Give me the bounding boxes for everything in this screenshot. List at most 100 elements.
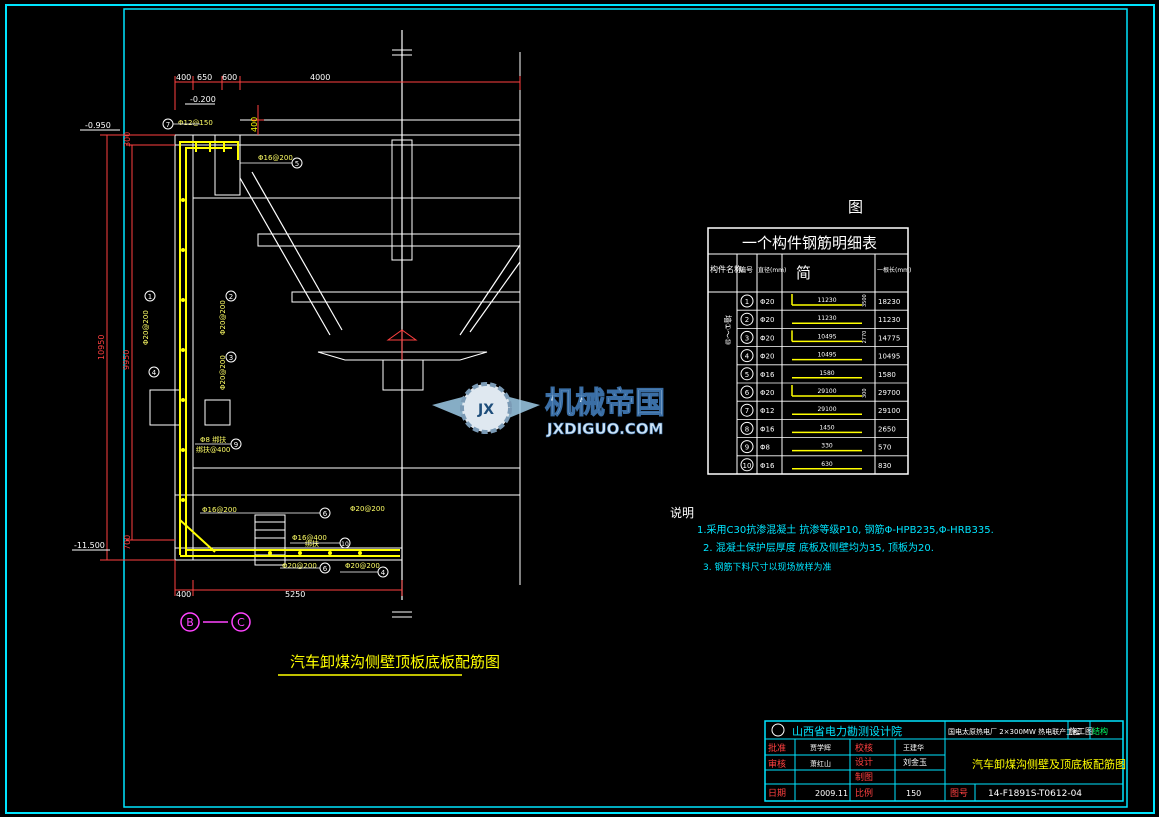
row-number: 7 bbox=[745, 407, 749, 415]
axis-marker-c bbox=[231, 612, 251, 632]
watermark: JX 机械帝国 JXDIGUO.COM bbox=[432, 382, 666, 438]
row-shape-length: 1580 bbox=[819, 370, 834, 377]
row-number-circle bbox=[740, 385, 754, 399]
row-diameter: Φ16 bbox=[760, 371, 775, 379]
row-total-length: 11230 bbox=[878, 316, 900, 324]
note-3: 3. 钢筋下料尺寸以现场放样为准 bbox=[703, 561, 831, 573]
row-diameter: Φ8 bbox=[760, 444, 770, 452]
row-number: 9 bbox=[745, 444, 749, 452]
elevation-top2: -0.200 bbox=[190, 95, 216, 104]
row-shape-length: 330 bbox=[821, 443, 833, 450]
tb-key-2b: 设计 bbox=[855, 756, 873, 768]
company-logo-icon bbox=[771, 723, 785, 737]
row-total-length: 18230 bbox=[878, 298, 900, 306]
row-total-length: 10495 bbox=[878, 353, 900, 361]
rebar-label-4a: Φ20@200 bbox=[282, 562, 317, 570]
tb-val-4b: 150 bbox=[906, 789, 921, 798]
row-number: 3 bbox=[745, 334, 749, 342]
ref-num-2: 2 bbox=[229, 293, 233, 301]
ref-num-3: 3 bbox=[229, 354, 233, 362]
row-shape-length: 10495 bbox=[817, 333, 836, 340]
table-header-len: 一根长(mm) bbox=[877, 266, 911, 274]
tb-val-2a: 萧红山 bbox=[810, 759, 831, 768]
row-number: 1 bbox=[745, 298, 749, 306]
dim-bottom-2: 5250 bbox=[285, 590, 305, 599]
ref-num-5: 5 bbox=[295, 160, 299, 168]
rebar-label-3: Φ20@200 bbox=[219, 355, 227, 390]
sheet-border bbox=[5, 4, 1155, 814]
rebar-label-9a: Φ8 绑扶 bbox=[200, 435, 226, 444]
tb-val-1b: 王建华 bbox=[903, 743, 924, 752]
dim-top-1: 400 bbox=[176, 73, 191, 82]
row-diameter: Φ12 bbox=[760, 407, 774, 415]
tb-val-2b: 刘金玉 bbox=[903, 757, 927, 767]
row-shape-length: 1450 bbox=[819, 424, 834, 431]
row-total-length: 2650 bbox=[878, 425, 896, 433]
row-side-length: 300 bbox=[862, 388, 868, 398]
row-diameter: Φ16 bbox=[760, 462, 775, 470]
stage-label: 施工图 bbox=[1069, 726, 1093, 736]
row-side-length: 3500 bbox=[862, 294, 868, 307]
row-shape-length: 29100 bbox=[817, 406, 836, 413]
row-number-circle bbox=[740, 458, 754, 472]
rebar-label-5: Φ16@200 bbox=[258, 154, 293, 162]
row-diameter: Φ20 bbox=[760, 298, 774, 306]
row-number: 2 bbox=[745, 316, 749, 324]
elevation-top: -0.950 bbox=[85, 121, 111, 130]
row-diameter: Φ20 bbox=[760, 316, 774, 324]
row-total-length: 29700 bbox=[878, 389, 900, 397]
stage-label-2: 结构 bbox=[1092, 726, 1108, 736]
note-2: 2. 混凝土保护层厚度 底板及侧壁均为35, 顶板为20. bbox=[703, 541, 934, 554]
row-number-circle bbox=[740, 421, 754, 435]
note-1: 1.采用C30抗渗混凝土 抗渗等级P10, 钢筋Φ-HPB235,Φ-HRB33… bbox=[697, 523, 994, 536]
table-header-dia: 直径(mm) bbox=[758, 266, 786, 274]
table-header-name: 构件名称 bbox=[710, 264, 742, 274]
drawing-title: 汽车卸煤沟侧壁顶板底板配筋图 bbox=[290, 653, 500, 671]
dim-left-700: 700 bbox=[123, 535, 132, 550]
row-number: 4 bbox=[745, 353, 750, 361]
row-side-length: 2770 bbox=[862, 331, 868, 344]
watermark-badge: JX bbox=[477, 402, 494, 418]
tb-val-4a: 2009.11 bbox=[815, 789, 848, 798]
axis-label-c: C bbox=[237, 616, 245, 629]
row-diameter: Φ20 bbox=[760, 389, 774, 397]
ref-num-6: 6 bbox=[323, 510, 328, 518]
row-diameter: Φ20 bbox=[760, 353, 774, 361]
row-total-length: 830 bbox=[878, 462, 891, 470]
axis-label-b: B bbox=[186, 616, 194, 629]
table-group-label: 墙①〜⑩ bbox=[723, 315, 733, 345]
row-number-circle bbox=[740, 330, 754, 344]
row-shape-length: 11230 bbox=[817, 297, 836, 304]
rebar-schedule-table: 图 一个构件钢筋明细表 构件名称 编号 直径(mm) 简 一根长(mm) 墙①〜… bbox=[707, 198, 911, 475]
tb-key-1a: 批准 bbox=[768, 742, 786, 754]
dim-left-10950: 10950 bbox=[97, 335, 106, 360]
row-number-circle bbox=[740, 403, 754, 417]
rebar-label-1: Φ20@200 bbox=[142, 310, 150, 345]
rebar-label-6b: Φ20@200 bbox=[350, 505, 385, 513]
rebar-label-7: Φ12@150 bbox=[178, 119, 213, 127]
company-name: 山西省电力勘测设计院 bbox=[792, 724, 902, 738]
watermark-cn: 机械帝国 bbox=[545, 386, 665, 421]
rebar-label-2: Φ20@200 bbox=[219, 300, 227, 335]
row-number: 10 bbox=[743, 462, 752, 470]
row-shape-length: 11230 bbox=[817, 315, 836, 322]
ref-num-4b: 4 bbox=[381, 569, 386, 577]
notes-title: 说明 bbox=[670, 505, 694, 520]
dim-top-4: 4000 bbox=[310, 73, 330, 82]
sheet-inner-border bbox=[123, 8, 1128, 808]
table-title: 一个构件钢筋明细表 bbox=[742, 234, 877, 252]
notes-section: 说明 1.采用C30抗渗混凝土 抗渗等级P10, 钢筋Φ-HPB235,Φ-HR… bbox=[670, 505, 994, 573]
row-number-circle bbox=[740, 440, 754, 454]
tb-key-2a: 审核 bbox=[768, 758, 786, 770]
row-total-length: 570 bbox=[878, 444, 891, 452]
tb-key-4b: 比例 bbox=[855, 787, 873, 799]
rebar-label-4b: Φ20@200 bbox=[345, 562, 380, 570]
rebar-label-9b: 绑扶@400 bbox=[196, 445, 230, 454]
row-number-circle bbox=[740, 349, 754, 363]
row-number: 5 bbox=[745, 371, 749, 379]
row-number: 8 bbox=[745, 425, 749, 433]
ref-num-6b: 6 bbox=[323, 565, 328, 573]
dim-left-9950: 9950 bbox=[122, 350, 131, 370]
table-header-no: 编号 bbox=[739, 265, 753, 274]
